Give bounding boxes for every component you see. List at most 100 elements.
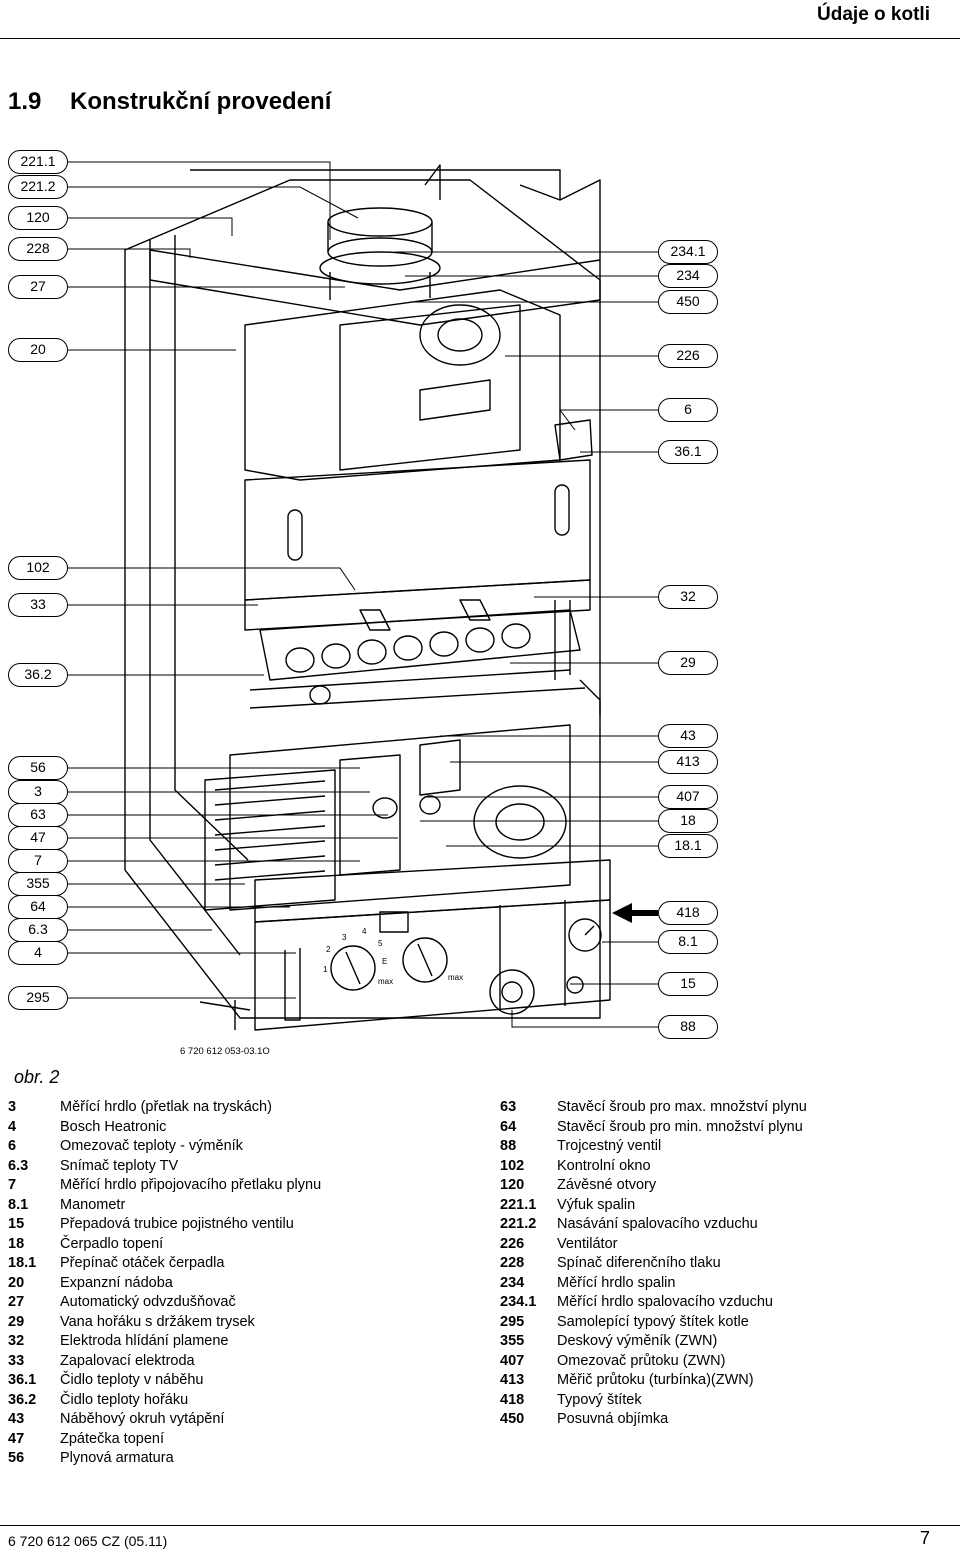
- legend-text: Expanzní nádoba: [60, 1274, 173, 1291]
- legend-item: 18.1 Přepínač otáček čerpadla: [8, 1254, 321, 1274]
- legend-text: Výfuk spalin: [557, 1196, 636, 1213]
- legend-number: 102: [500, 1157, 525, 1174]
- callout-64: 64: [8, 895, 68, 919]
- callout-234: 234: [658, 264, 718, 288]
- legend-text: Automatický odvzdušňovač: [60, 1294, 236, 1310]
- callout-413: 413: [658, 750, 718, 774]
- legend-number: 234: [500, 1274, 525, 1291]
- legend-item: 407 Omezovač průtoku (ZWN): [500, 1352, 807, 1372]
- callout-36-1: 36.1: [658, 440, 718, 464]
- legend-text: Měřič průtoku (turbínka)(ZWN): [557, 1372, 754, 1388]
- legend-text: Měřící hrdlo spalin: [557, 1274, 676, 1291]
- legend-number: 18: [8, 1235, 25, 1252]
- legend-number: 8.1: [8, 1196, 29, 1213]
- callout-234-1: 234.1: [658, 240, 718, 264]
- page-number: 7: [919, 1528, 930, 1548]
- figure-label: obr. 2: [14, 1067, 60, 1087]
- callout-221-2: 221.2: [8, 175, 68, 199]
- legend-item: 36.2 Čidlo teploty hořáku: [8, 1391, 321, 1411]
- callout-43: 43: [658, 724, 718, 748]
- callout-18: 18: [658, 809, 718, 833]
- legend-item: 18 Čerpadlo topení: [8, 1235, 321, 1255]
- legend-number: 47: [8, 1430, 25, 1447]
- section-title: 1.9 Konstrukční provedení: [8, 88, 331, 116]
- callout-120: 120: [8, 206, 68, 230]
- legend-text: Přepínač otáček čerpadla: [60, 1255, 225, 1271]
- legend-item: 234 Měřící hrdlo spalin: [500, 1274, 807, 1294]
- dial-mark-3: 3: [342, 933, 347, 942]
- legend-text: Náběhový okruh vytápění: [60, 1411, 225, 1427]
- legend-text: Omezovač teploty - výměník: [60, 1138, 243, 1154]
- legend-number: 18.1: [8, 1255, 37, 1271]
- callout-8-1: 8.1: [658, 930, 718, 954]
- legend-text: Elektroda hlídání plamene: [60, 1333, 229, 1349]
- dial-mark-max-1: max: [378, 977, 393, 986]
- legend-text: Zapalovací elektroda: [60, 1352, 195, 1369]
- legend-number: 15: [8, 1216, 25, 1232]
- legend-number: 295: [500, 1313, 525, 1330]
- legend-text: Měřící hrdlo spalovacího vzduchu: [557, 1294, 773, 1310]
- callout-33: 33: [8, 593, 68, 617]
- callout-407: 407: [658, 785, 718, 809]
- callout-355: 355: [8, 872, 68, 896]
- legend-number: 33: [8, 1352, 25, 1369]
- legend-number: 450: [500, 1411, 525, 1427]
- legend-number: 407: [500, 1352, 525, 1369]
- callout-6: 6: [658, 398, 718, 422]
- legend-text: Samolepící typový štítek kotle: [557, 1313, 749, 1330]
- section-number: 1.9: [8, 88, 42, 115]
- legend-item: 102 Kontrolní okno: [500, 1157, 807, 1177]
- legend-text: Manometr: [60, 1196, 126, 1213]
- page-header-title: Údaje o kotli: [817, 4, 930, 25]
- legend-text: Ventilátor: [557, 1235, 618, 1252]
- legend-text: Vana hořáku s držákem trysek: [60, 1313, 255, 1330]
- footer-document-code: 6 720 612 065 CZ (05.11): [8, 1533, 168, 1549]
- legend-text: Trojcestný ventil: [557, 1138, 662, 1154]
- callout-221-1: 221.1: [8, 150, 68, 174]
- dial-mark-max-2: max: [448, 973, 463, 982]
- legend-text: Bosch Heatronic: [60, 1118, 167, 1135]
- legend-number: 36.1: [8, 1372, 37, 1388]
- callout-228: 228: [8, 237, 68, 261]
- callout-3: 3: [8, 780, 68, 804]
- callout-36-2: 36.2: [8, 663, 68, 687]
- type-plate-arrow: [612, 903, 658, 923]
- dial-mark-2: 2: [326, 945, 331, 954]
- section-heading: Konstrukční provedení: [70, 88, 332, 115]
- legend-number: 36.2: [8, 1391, 37, 1408]
- legend-number: 418: [500, 1391, 525, 1408]
- legend-number: 221.1: [500, 1196, 537, 1213]
- legend-number: 355: [500, 1333, 525, 1349]
- legend-text: Čerpadlo topení: [60, 1235, 164, 1252]
- legend-item: 295 Samolepící typový štítek kotle: [500, 1313, 807, 1333]
- callout-295: 295: [8, 986, 68, 1010]
- legend-text: Kontrolní okno: [557, 1157, 651, 1174]
- legend-number: 27: [8, 1294, 25, 1310]
- legend-text: Deskový výměník (ZWN): [557, 1333, 718, 1349]
- dial-mark-1: 1: [323, 965, 328, 974]
- legend-text: Stavěcí šroub pro min. množství plynu: [557, 1118, 803, 1135]
- legend-text: Zpátečka topení: [60, 1430, 164, 1447]
- callout-32: 32: [658, 585, 718, 609]
- legend-text: Čidlo teploty hořáku: [60, 1391, 189, 1408]
- legend-number: 3: [8, 1099, 17, 1115]
- callout-450: 450: [658, 290, 718, 314]
- legend-text: Omezovač průtoku (ZWN): [557, 1352, 726, 1369]
- legend-text: Závěsné otvory: [557, 1177, 657, 1193]
- callout-7: 7: [8, 849, 68, 873]
- legend-number: 221.2: [500, 1216, 537, 1232]
